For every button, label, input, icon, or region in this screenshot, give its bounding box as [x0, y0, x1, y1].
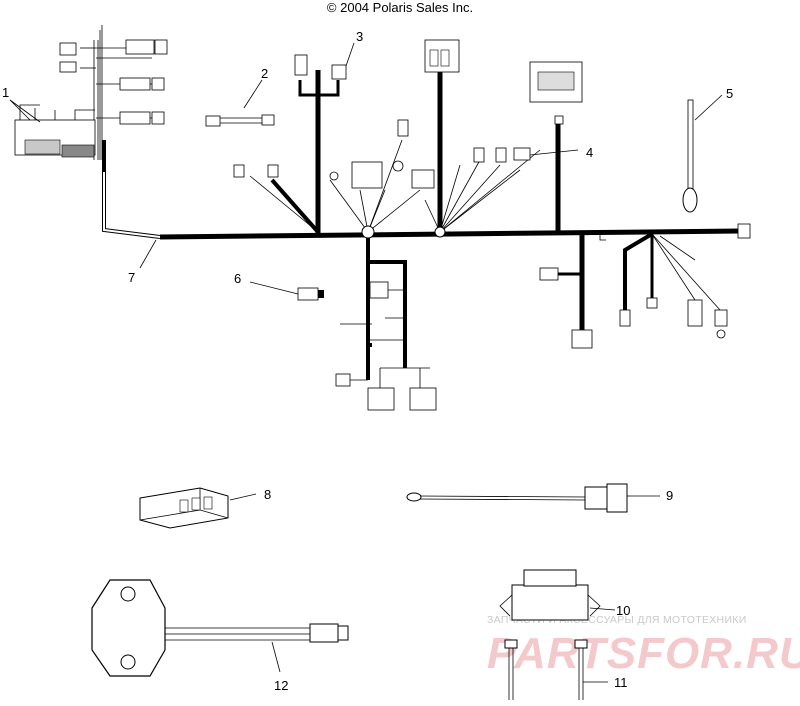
callout-leaders — [139, 42, 723, 295]
callout-7: 7 — [128, 270, 135, 285]
callout-5: 5 — [726, 86, 733, 101]
part-10-regulator — [499, 569, 616, 621]
callout-8: 8 — [264, 487, 271, 502]
callout-3: 3 — [356, 29, 363, 44]
top-connectors — [233, 39, 583, 239]
copyright-notice: © 2004 Polaris Sales Inc. — [326, 0, 474, 15]
part-12-cdi-module — [91, 579, 349, 677]
part-5-sensor — [682, 99, 698, 213]
callout-12: 12 — [274, 678, 288, 693]
watermark-brand: PARTSFOR.RU — [487, 629, 800, 678]
part-11-bolts — [504, 639, 608, 700]
callout-10: 10 — [616, 603, 630, 618]
main-harness-trunk — [102, 140, 741, 240]
callout-numbers: 1 2 3 4 5 6 7 8 9 10 11 12 — [2, 29, 733, 693]
part-9-ring-terminal-lead — [406, 483, 660, 513]
harness-branches-lower — [366, 232, 721, 380]
callout-9: 9 — [666, 488, 673, 503]
watermark: ЗАПЧАСТИ И АКСЕССУАРЫ ДЛЯ МОТОТЕХНИКИ PA… — [487, 614, 800, 678]
callout-4: 4 — [586, 145, 593, 160]
callout-6: 6 — [234, 271, 241, 286]
callout-1: 1 — [2, 85, 9, 100]
callout-11: 11 — [614, 675, 628, 690]
part-2-connector-lead — [205, 114, 275, 127]
callout-2: 2 — [261, 66, 268, 81]
lower-connectors — [297, 223, 751, 411]
part-8-connector-block — [139, 487, 257, 529]
left-switch-cluster — [9, 25, 168, 160]
